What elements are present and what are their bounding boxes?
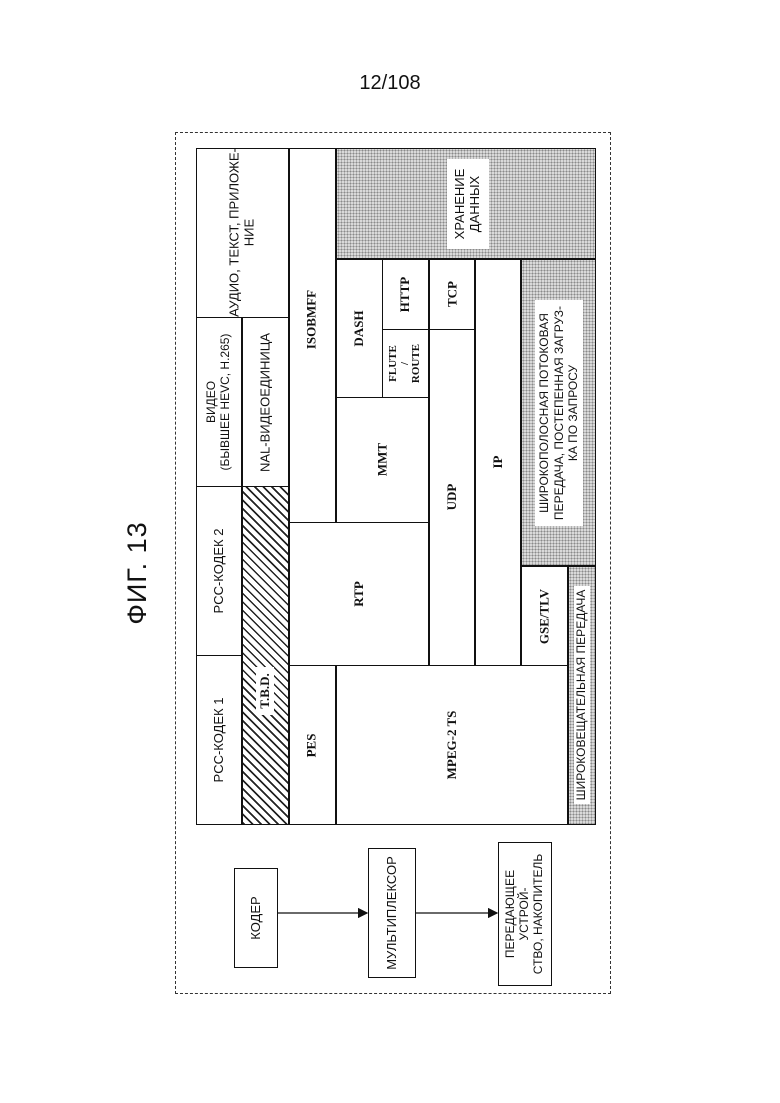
figure-title: ФИГ. 13 xyxy=(122,503,158,643)
tcp-label: TCP xyxy=(430,259,476,330)
multiplexer-label: МУЛЬТИПЛЕКСОР xyxy=(368,848,416,978)
nal-label: NAL-ВИДЕОЕДИНИЦА xyxy=(243,318,290,488)
transmitter-label: ПЕРЕДАЮЩЕЕ УСТРОЙ- СТВО, НАКОПИТЕЛЬ xyxy=(498,842,552,986)
storage-label: ХРАНЕНИЕ ДАННЫХ xyxy=(442,154,494,254)
video-label: ВИДЕО (БЫВШЕЕ HEVC, H.265) xyxy=(196,317,242,487)
gse-tlv-label: GSE/TLV xyxy=(522,567,569,667)
broadband-label: ШИРОКОПОЛОСНАЯ ПОТОКОВАЯ ПЕРЕДАЧА, ПОСТЕ… xyxy=(526,278,592,548)
page-number: 12/108 xyxy=(0,72,780,95)
pcc-codec2-label: PCC-КОДЕК 2 xyxy=(196,486,242,656)
http-label: HTTP xyxy=(382,259,429,330)
ip-label: IP xyxy=(475,412,521,512)
udp-label: UDP xyxy=(429,447,475,547)
isobmff-label: ISOBMFF xyxy=(289,270,336,370)
audio-label: АУДИО, ТЕКСТ, ПРИЛОЖЕ- НИЕ xyxy=(196,148,289,318)
rtp-label: RTP xyxy=(289,522,429,666)
mpeg2ts-label: MPEG-2 TS xyxy=(406,665,498,825)
pes-label: PES xyxy=(289,666,336,826)
flute-route-label: FLUTE / ROUTE xyxy=(382,329,429,398)
encoder-label: КОДЕР xyxy=(234,868,278,968)
tbd-label: T.B.D. xyxy=(252,651,278,731)
dash-label: DASH xyxy=(336,259,383,398)
pcc-codec1-label: PCC-КОДЕК 1 xyxy=(196,655,242,825)
broadcast-label: ШИРОКОВЕЩАТЕЛЬНАЯ ПЕРЕДАЧА xyxy=(570,568,594,822)
mmt-label: MMT xyxy=(337,397,430,523)
